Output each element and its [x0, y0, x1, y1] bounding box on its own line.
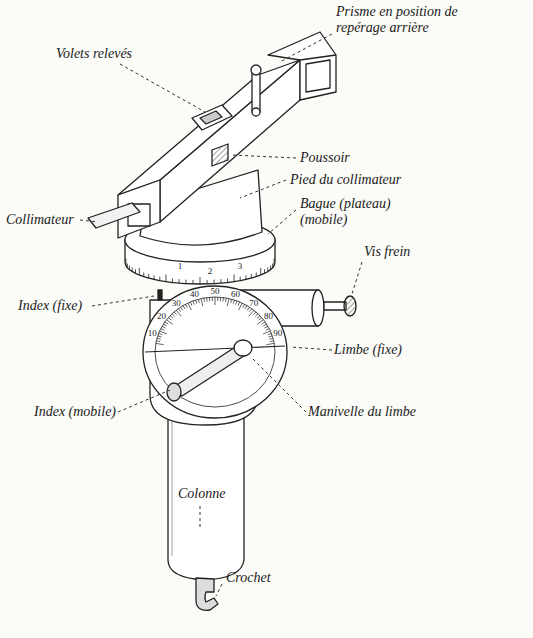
mobile-index-label: Index (mobile)	[34, 404, 116, 420]
scale-number: 40	[190, 289, 199, 299]
scale-number: 60	[231, 289, 240, 299]
collimator-top	[118, 60, 300, 195]
foot-label: Pied du collimateur	[290, 172, 401, 188]
brake-screw-knob	[344, 296, 356, 316]
scale-number: 50	[211, 286, 220, 296]
ring-number: 1	[178, 261, 183, 271]
leader-lines	[80, 34, 362, 596]
pusher	[212, 144, 228, 166]
hook	[196, 578, 218, 610]
scale-number: 20	[157, 311, 166, 321]
hook-label: Crochet	[226, 570, 271, 586]
prism-label: Prisme en position de repérage arrière	[336, 4, 476, 36]
mobile-index	[145, 346, 285, 352]
ring-number: 2	[208, 266, 213, 276]
brake-screw-shank	[324, 302, 346, 310]
column-label: Colonne	[176, 486, 227, 502]
ring-number: 3	[238, 261, 243, 271]
pusher-label: Poussoir	[300, 150, 350, 166]
column-body	[168, 410, 244, 580]
brake-screw-label: Vis frein	[364, 244, 410, 260]
collimator-flap	[88, 203, 140, 228]
crank-label: Manivelle du limbe	[308, 404, 416, 420]
scale-number: 80	[264, 311, 273, 321]
ring-label: Bague (plateau) (mobile)	[300, 196, 400, 228]
fixed-index	[158, 290, 162, 300]
fixed-index-label: Index (fixe)	[18, 298, 82, 314]
limb-disk	[143, 286, 287, 418]
shutter-label: Volets relevés	[56, 46, 166, 62]
scale-number: 70	[249, 298, 258, 308]
collimator-label: Collimateur	[6, 212, 74, 228]
limb-label: Limbe (fixe)	[334, 342, 402, 358]
prism	[268, 32, 336, 100]
scale-number: 10	[148, 328, 157, 338]
shutter	[192, 105, 232, 130]
prism-post	[252, 70, 260, 112]
scale-number: 30	[172, 298, 181, 308]
scale-number: 90	[273, 328, 282, 338]
